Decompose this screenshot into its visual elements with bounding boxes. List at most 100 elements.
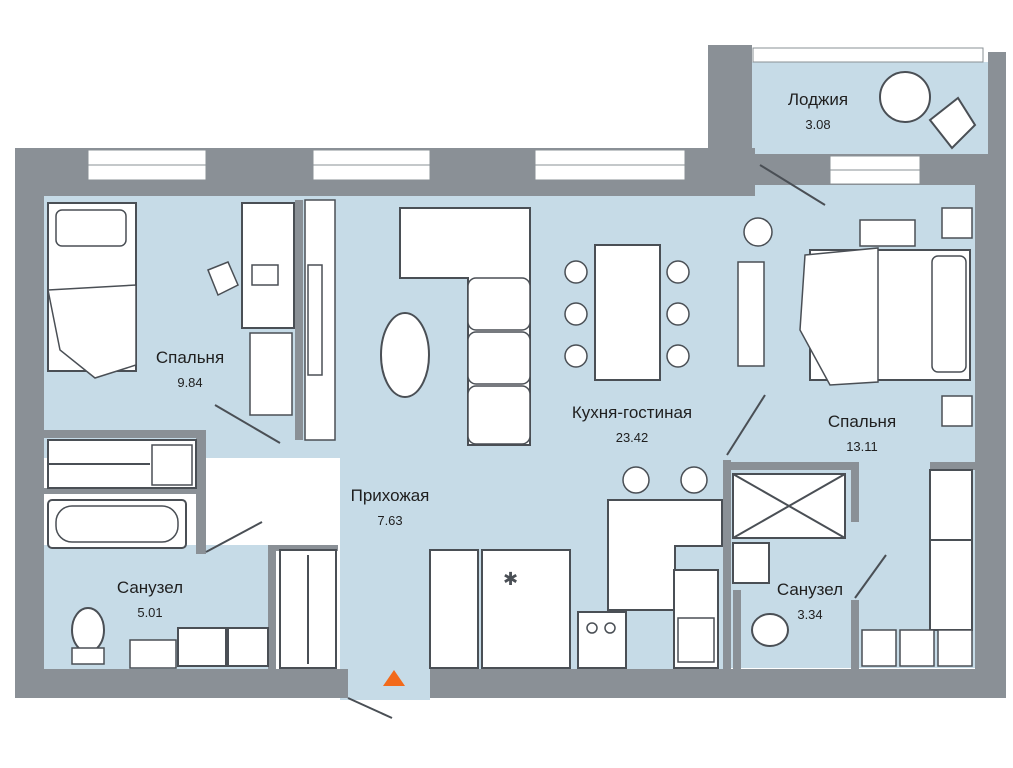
burner-icon-2 — [604, 622, 616, 634]
wall-loggia-left — [708, 45, 752, 196]
door-entrance — [347, 697, 393, 719]
sofa-seat-1 — [467, 277, 531, 331]
wall-right — [975, 185, 1006, 698]
doors — [205, 164, 887, 719]
room-area: 23.42 — [615, 430, 649, 445]
room-label-bathroom-right: Санузел 3.34 — [760, 580, 860, 624]
shelf-left — [249, 332, 293, 416]
pillow-right — [931, 255, 967, 373]
wardrobe-left — [47, 439, 197, 489]
room-name: Кухня-гостиная — [571, 403, 693, 422]
room-name: Спальня — [155, 348, 225, 367]
chair-3 — [564, 344, 588, 368]
wall-kitchen-right — [723, 460, 731, 670]
room-label-hallway: Прихожая 7.63 — [330, 486, 450, 530]
room-area: 5.01 — [137, 605, 163, 620]
sink-right — [732, 542, 770, 584]
stove — [577, 611, 627, 669]
toilet-left-tank — [71, 647, 105, 665]
bedroom-left-furniture — [47, 199, 336, 441]
closet-right — [861, 469, 973, 667]
washer-left — [227, 627, 269, 667]
wall-closet-top — [930, 462, 975, 470]
wall-bath-right-low — [851, 600, 859, 670]
chair-6 — [666, 344, 690, 368]
sink-left — [177, 627, 227, 667]
loggia-furniture — [879, 71, 977, 150]
slippers-rug — [859, 219, 916, 247]
loggia-table — [879, 71, 931, 123]
room-label-bathroom-left: Санузел 5.01 — [100, 578, 200, 622]
sofa-seat-2 — [467, 331, 531, 385]
wall-bath-left-top — [44, 488, 204, 494]
door-bath-left — [205, 521, 263, 553]
bathroom-right-fixtures — [732, 473, 846, 647]
pillow-left — [55, 209, 127, 247]
wall-bedroom-left-divider — [44, 430, 204, 438]
blanket-left — [47, 284, 137, 379]
wall-left — [15, 148, 44, 698]
snowflake-icon: ✱ — [503, 569, 518, 590]
kitchen-fixtures: ✱ — [429, 499, 723, 669]
bathroom-left-fixtures — [47, 499, 269, 669]
bedroom-right-furniture — [737, 207, 973, 427]
room-label-loggia: Лоджия 3.08 — [768, 90, 868, 134]
room-area: 9.84 — [177, 375, 203, 390]
wall-bath-left-right — [268, 545, 276, 669]
bathtub-left-inner — [55, 505, 179, 543]
laptop-icon — [251, 264, 279, 286]
door-bath-right — [854, 554, 887, 599]
wall-bath-left-top2 — [268, 545, 338, 551]
room-area: 3.34 — [797, 607, 823, 622]
nightstand-right-top — [941, 207, 973, 239]
shower-diag-2 — [732, 473, 846, 539]
room-name: Санузел — [116, 578, 184, 597]
chair-left-icon — [207, 261, 239, 297]
room-name: Лоджия — [787, 90, 849, 109]
room-area: 13.11 — [846, 439, 878, 454]
sink-kitchen — [677, 617, 715, 663]
hallway-wardrobe — [279, 549, 337, 669]
sofa-seat-3 — [467, 385, 531, 445]
stool-2 — [680, 466, 708, 494]
coffee-table — [380, 312, 430, 398]
room-area: 3.08 — [805, 117, 831, 132]
tv-right — [737, 261, 765, 367]
chair-2 — [564, 302, 588, 326]
wall-bottom-left — [15, 669, 348, 698]
door-bedroom-right — [726, 394, 766, 456]
room-label-bedroom-left: Спальня 9.84 — [140, 348, 240, 392]
room-area: 7.63 — [377, 513, 403, 528]
wall-bath-left-divider — [196, 430, 206, 554]
wall-bath-right-small — [733, 590, 741, 670]
room-name: Прихожая — [350, 486, 430, 505]
closet-right-rail — [929, 539, 973, 631]
room-name: Спальня — [827, 412, 897, 431]
window-loggia — [752, 47, 984, 63]
burner-icon-1 — [586, 622, 598, 634]
wall-bedroom-partition — [295, 200, 303, 440]
fridge — [481, 549, 571, 669]
wall-bottom-right — [430, 669, 1006, 698]
wall-bath-right-top — [723, 462, 855, 470]
plant-icon — [743, 217, 773, 247]
drawer-1 — [861, 629, 897, 667]
stool-1 — [622, 466, 650, 494]
wall-loggia-right — [988, 52, 1006, 162]
room-label-kitchen-living: Кухня-гостиная 23.42 — [552, 403, 712, 447]
chair-4 — [666, 260, 690, 284]
windows — [87, 47, 984, 185]
chair-1 — [564, 260, 588, 284]
room-label-bedroom-right: Спальня 13.11 — [812, 412, 912, 456]
orange-triangle-icon — [383, 670, 405, 686]
dining-table — [594, 244, 661, 381]
tv-left — [307, 264, 323, 376]
nightstand-right-bottom — [941, 395, 973, 427]
wardrobe-left-box-small — [151, 444, 193, 486]
drawer-2 — [899, 629, 935, 667]
wall-bath-right-mid — [851, 462, 859, 522]
door-bedroom-left — [214, 404, 281, 444]
blanket-right — [799, 247, 879, 386]
kitchen-counter — [429, 549, 479, 669]
